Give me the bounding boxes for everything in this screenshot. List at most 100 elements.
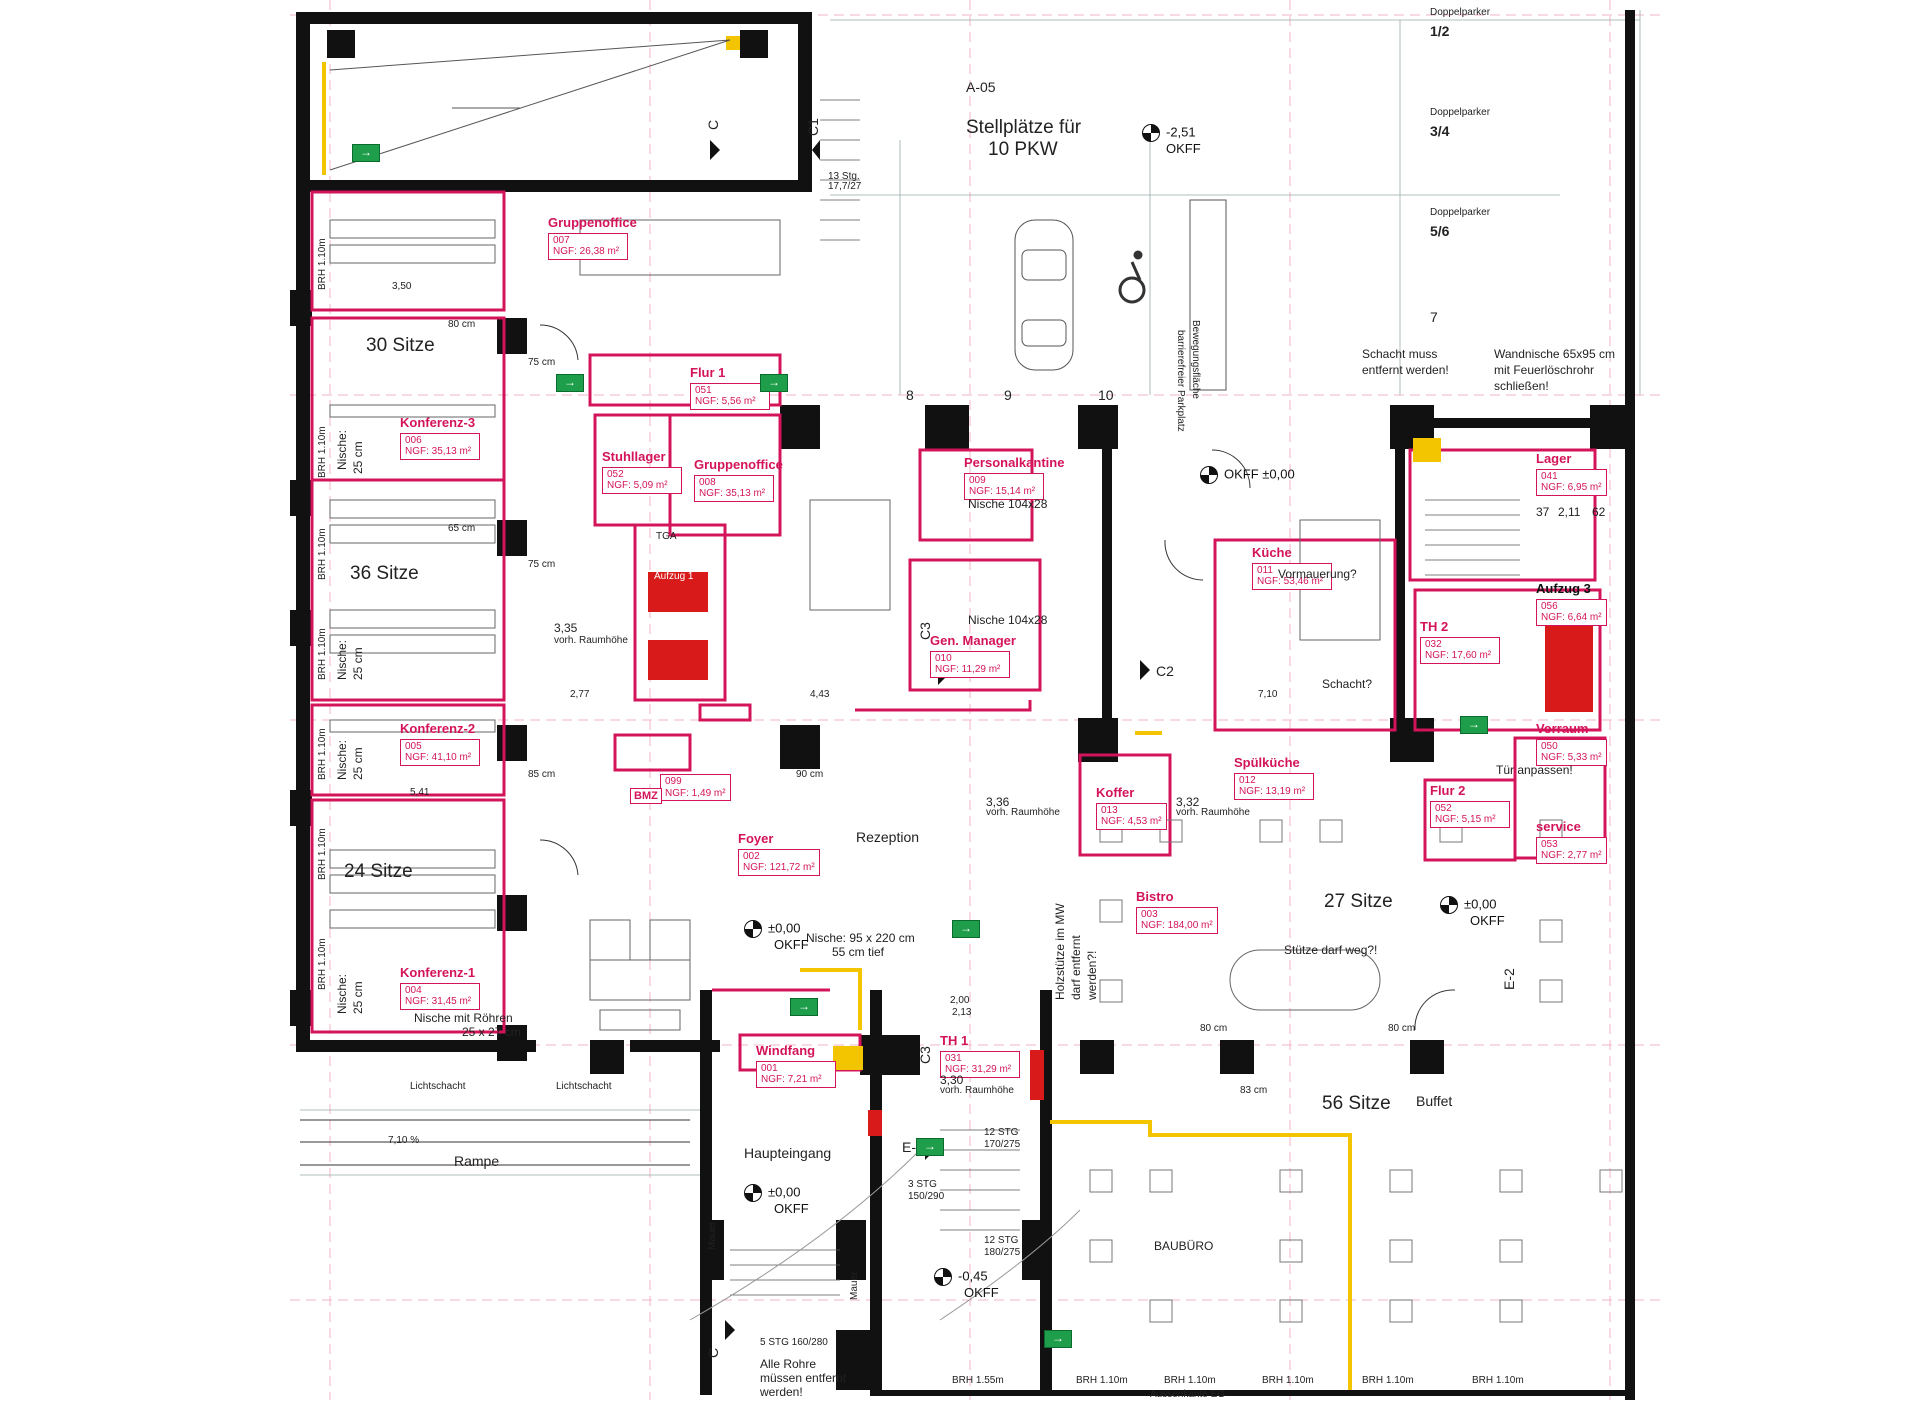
level-marker-icon: [934, 1268, 952, 1286]
label-c3-upper: C3: [917, 622, 933, 640]
stair-12a-2: 170/275: [984, 1139, 1021, 1150]
label-c1: C1: [805, 118, 821, 136]
dim-443: 4,43: [810, 689, 830, 700]
bewegung-2: barrierefreier Parkplatz: [1175, 330, 1186, 432]
brh-bottom-5: BRH 1.10m: [1362, 1375, 1414, 1386]
level-marker-icon: [744, 920, 762, 938]
label-tga: TGA: [656, 531, 677, 542]
bay-8: 8: [906, 387, 914, 403]
label-buffet: Buffet: [1416, 1093, 1453, 1109]
brh-bottom-6: BRH 1.10m: [1472, 1375, 1524, 1386]
emergency-exit-icon: [790, 998, 818, 1016]
emergency-exit-icon: [916, 1138, 944, 1156]
note-wandnische-2: mit Feuerlöschrohr: [1494, 363, 1595, 377]
note-rohre-3: werden!: [760, 1385, 803, 1399]
height-332-note: vorh. Raumhöhe: [1176, 807, 1250, 818]
height-335-note: vorh. Raumhöhe: [554, 635, 628, 646]
nische-25-3b: 25 cm: [351, 747, 365, 780]
emergency-exit-icon: [952, 920, 980, 938]
parking-level: -2,51 OKFF: [1142, 124, 1201, 156]
note-schacht-1: Schacht muss: [1362, 347, 1438, 361]
dim-62: 62: [1592, 505, 1606, 519]
dim-83cm: 83 cm: [1240, 1085, 1268, 1096]
doppelparker-label-3: Doppelparker: [1430, 207, 1491, 218]
label-aufzug-1: Aufzug 1: [654, 571, 694, 582]
nische-25-2a: Nische:: [335, 639, 349, 680]
bay-9: 9: [1004, 387, 1012, 403]
note-rohre-1: Alle Rohre: [760, 1357, 817, 1371]
seats-30: 30 Sitze: [366, 335, 435, 356]
brh-bottom-2: BRH 1.10m: [1076, 1375, 1128, 1386]
nische-25-4a: Nische:: [335, 973, 349, 1014]
bay-7: 7: [1430, 309, 1438, 325]
nische-25-1b: 25 cm: [351, 441, 365, 474]
doppelparker-label-1: Doppelparker: [1430, 7, 1491, 18]
note-nische-roehren-1: Nische mit Röhren: [414, 1011, 513, 1025]
nische-25-2b: 25 cm: [351, 647, 365, 680]
stair-note-2: 17,7/27: [828, 181, 862, 192]
dim-80cm-bistro-2: 80 cm: [1388, 1023, 1416, 1034]
note-vormauerung: Vormauerung?: [1278, 567, 1357, 581]
label-baubuero: BAUBÜRO: [1154, 1239, 1214, 1253]
seats-27: 27 Sitze: [1324, 891, 1393, 912]
dim-211: 2,11: [1558, 505, 1581, 519]
dim-85cm: 85 cm: [528, 769, 556, 780]
note-holzstuetze-2: darf entfernt: [1069, 935, 1083, 1000]
note-nische-foyer-2: 55 cm tief: [832, 945, 885, 959]
dim-90cm: 90 cm: [796, 769, 824, 780]
label-rezeption: Rezeption: [856, 829, 920, 845]
level-marker-icon: [1440, 896, 1458, 914]
dim-200: 2,00: [950, 995, 970, 1006]
parking-title-line1: Stellplätze für: [966, 117, 1082, 138]
stair-12a-1: 12 STG: [984, 1127, 1019, 1138]
brh-3: BRH 1.10m: [317, 528, 328, 580]
label-aussenkante: Aussenkante EG: [1150, 1389, 1226, 1400]
note-nische-manager: Nische 104x28: [968, 613, 1048, 627]
label-c3-lower: C3: [917, 1046, 933, 1064]
doppelparker-label-2: Doppelparker: [1430, 107, 1491, 118]
doppelparker-num-1: 1/2: [1430, 23, 1450, 39]
height-336-note: vorh. Raumhöhe: [986, 807, 1060, 818]
bay-10: 10: [1098, 387, 1114, 403]
brh-6: BRH 1.10m: [317, 828, 328, 880]
height-336: 3,36: [986, 795, 1010, 809]
brh-5: BRH 1.10m: [317, 728, 328, 780]
brh-2: BRH 1.10m: [317, 426, 328, 478]
note-nische-kantine: Nische 104x28: [968, 497, 1048, 511]
level-marker-icon: [1200, 466, 1218, 484]
stair-5: 5 STG 160/280: [760, 1337, 828, 1348]
level-stair: -0,45 OKFF: [934, 1268, 999, 1300]
nische-25-1a: Nische:: [335, 429, 349, 470]
note-wandnische-3: schließen!: [1494, 379, 1549, 393]
label-lichtschacht-2: Lichtschacht: [556, 1081, 612, 1092]
emergency-exit-icon: [556, 374, 584, 392]
dim-75cm: 75 cm: [528, 357, 556, 368]
dim-80cm-bistro: 80 cm: [1200, 1023, 1228, 1034]
seats-36: 36 Sitze: [350, 563, 419, 584]
dim-65cm: 65 cm: [448, 523, 476, 534]
label-e2: E-2: [1501, 968, 1517, 990]
level-marker-icon: [1142, 124, 1160, 142]
stair-note-1: 13 Stg.: [828, 171, 860, 182]
nische-25-3a: Nische:: [335, 739, 349, 780]
note-tuer: Tür anpassen!: [1496, 763, 1573, 777]
